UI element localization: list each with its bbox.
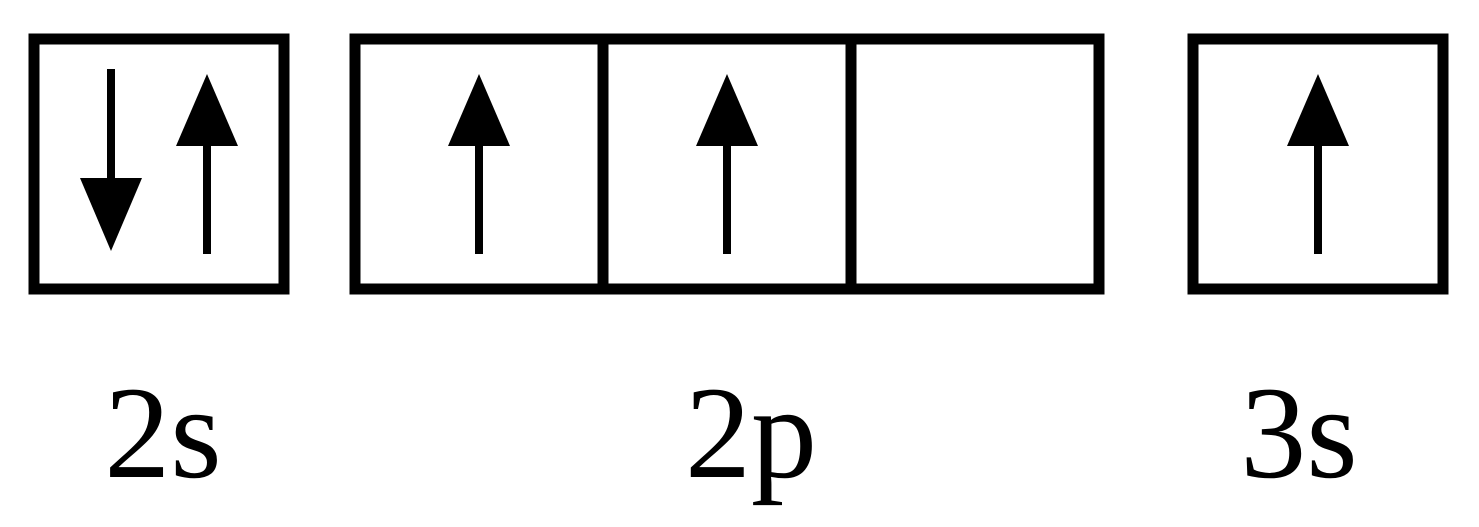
electron-down-arrow — [80, 69, 142, 251]
electron-up-arrow — [1287, 74, 1349, 254]
electron-up-arrow — [696, 74, 758, 254]
orbital-label-2p: 2p — [685, 359, 817, 506]
orbital-boxes-layer — [28, 33, 1449, 295]
electron-arrows-layer — [80, 69, 1349, 254]
orbital-label-3s: 3s — [1240, 359, 1357, 506]
orbital-box-2p — [349, 33, 1105, 295]
orbital-label-2s: 2s — [104, 359, 221, 506]
electron-up-arrow — [176, 74, 238, 254]
orbital-box-3s — [1187, 33, 1449, 295]
orbital-box-2s — [28, 33, 290, 295]
electron-up-arrow — [448, 74, 510, 254]
orbital-labels-layer: 2s 2p 3s — [104, 359, 1357, 506]
